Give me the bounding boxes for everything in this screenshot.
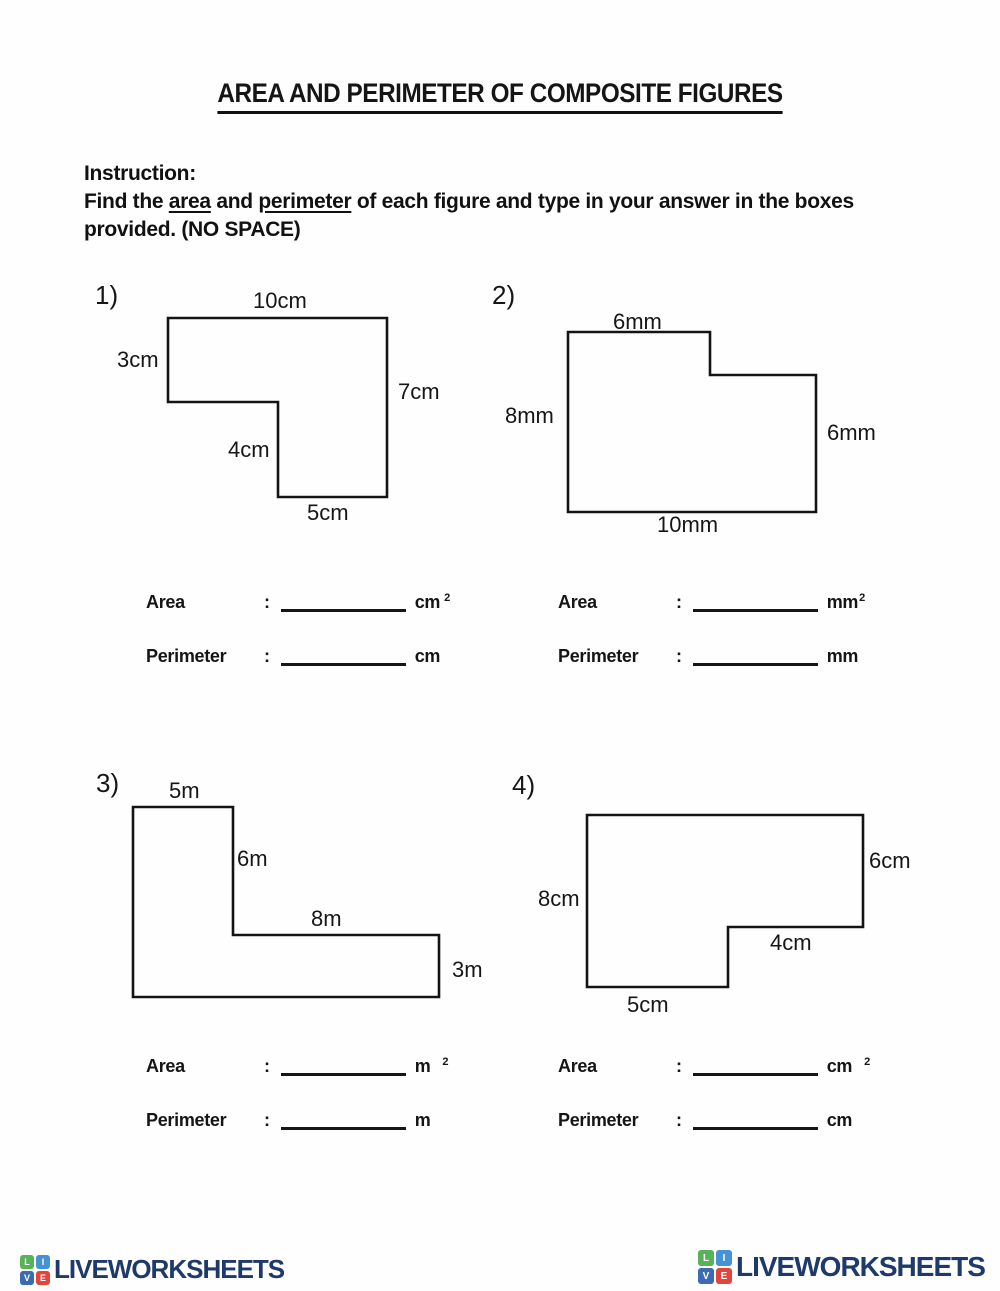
area-label: Area	[146, 1056, 185, 1076]
problem-1-dim-left: 3cm	[117, 347, 159, 372]
problem-1-dim-bottom: 5cm	[307, 500, 349, 525]
logo-tile-e: E	[716, 1268, 732, 1284]
page-title: AREA AND PERIMETER OF COMPOSITE FIGURES	[217, 78, 783, 114]
liveworksheets-tiles-icon: L I V E	[20, 1254, 50, 1285]
area-unit: cm	[414, 592, 441, 612]
problem-2-dim-left: 8mm	[505, 403, 554, 428]
problem-1-perimeter-row: Perimeter: cm	[146, 644, 506, 666]
instruction-underlined-perimeter: perimeter	[258, 190, 352, 213]
area-answer-box[interactable]	[692, 1058, 818, 1076]
problem-3-dim-top: 5m	[169, 778, 200, 803]
area-unit: m	[414, 1056, 431, 1076]
problem-4-shape	[585, 813, 865, 989]
problem-2-perimeter-row: Perimeter: mm	[558, 644, 918, 666]
problem-4-perimeter-row: Perimeter: cm	[558, 1108, 918, 1130]
instruction-text-3: of each figure and type in your answer i…	[351, 190, 854, 213]
problem-4-dim-left: 8cm	[538, 886, 580, 911]
problem-4-answers: Area: cm 2 Perimeter: cm	[558, 1054, 918, 1162]
instruction-text-1: Find the	[84, 190, 169, 213]
liveworksheets-wordmark: LIVEWORKSHEETS	[54, 1254, 285, 1284]
problem-1-number: 1)	[95, 280, 119, 310]
instruction-body: Find the area and perimeter of each figu…	[84, 188, 934, 216]
perimeter-answer-box[interactable]	[280, 648, 406, 666]
liveworksheets-wordmark: LIVEWORKSHEETS	[736, 1251, 986, 1282]
problem-3-number: 3)	[96, 768, 120, 798]
problem-2-number: 2)	[492, 280, 516, 310]
area-label: Area	[558, 592, 597, 612]
problem-3-shape	[131, 805, 441, 999]
colon: :	[676, 1110, 682, 1130]
problem-4-dim-bottom: 5cm	[627, 992, 669, 1017]
problem-3-perimeter-row: Perimeter: m	[146, 1108, 506, 1130]
area-label: Area	[146, 592, 185, 612]
problem-2-dim-right: 6mm	[827, 420, 876, 445]
logo-tile-i: I	[36, 1254, 50, 1269]
colon: :	[676, 592, 682, 612]
logo-tile-v: V	[20, 1270, 34, 1285]
colon: :	[676, 1056, 682, 1076]
colon: :	[264, 592, 270, 612]
perimeter-label: Perimeter	[558, 646, 639, 666]
area-unit-exponent: 2	[864, 1056, 870, 1068]
liveworksheets-logo-right[interactable]: L I V E LIVEWORKSHEETS	[698, 1250, 986, 1284]
problem-4-dim-notch: 4cm	[770, 930, 812, 955]
problem-2-dim-bottom: 10mm	[657, 512, 719, 537]
problem-3-dim-right: 3m	[452, 957, 483, 982]
logo-tile-e: E	[36, 1270, 50, 1285]
area-unit-exponent: 2	[859, 592, 865, 604]
area-answer-box[interactable]	[280, 1058, 406, 1076]
colon: :	[264, 646, 270, 666]
title-row: AREA AND PERIMETER OF COMPOSITE FIGURES	[0, 78, 1000, 114]
logo-tile-i: I	[716, 1250, 732, 1266]
perimeter-label: Perimeter	[146, 1110, 227, 1130]
area-label: Area	[558, 1056, 597, 1076]
problem-1-shape	[166, 316, 389, 499]
problem-1-dim-top: 10cm	[253, 288, 307, 313]
problem-2-dim-top: 6mm	[613, 309, 662, 334]
perimeter-unit: mm	[826, 646, 859, 666]
perimeter-answer-box[interactable]	[280, 1112, 406, 1130]
perimeter-unit: cm	[414, 646, 441, 666]
area-unit: mm	[826, 592, 859, 612]
liveworksheets-logo-left[interactable]: L I V E LIVEWORKSHEETS	[20, 1254, 285, 1285]
perimeter-answer-box[interactable]	[692, 1112, 818, 1130]
instruction-heading: Instruction:	[84, 162, 196, 185]
problem-4-area-row: Area: cm 2	[558, 1054, 918, 1076]
problem-3-dim-middle: 8m	[311, 906, 342, 931]
area-answer-box[interactable]	[692, 594, 818, 612]
problem-1-dim-inner: 4cm	[228, 437, 270, 462]
instruction-body-line2: provided. (NO SPACE)	[84, 218, 301, 241]
colon: :	[264, 1110, 270, 1130]
colon: :	[676, 646, 682, 666]
perimeter-label: Perimeter	[558, 1110, 639, 1130]
instruction-block: Instruction: Find the area and perimeter…	[84, 160, 934, 244]
area-unit-exponent: 2	[442, 1056, 449, 1068]
logo-tile-l: L	[20, 1254, 34, 1269]
logo-tile-v: V	[698, 1268, 714, 1284]
perimeter-unit: cm	[826, 1110, 853, 1130]
problem-3-dim-inner: 6m	[237, 846, 268, 871]
area-unit: cm	[826, 1056, 853, 1076]
problem-2-shape	[566, 330, 818, 514]
liveworksheets-tiles-icon: L I V E	[698, 1250, 732, 1284]
instruction-text-2: and	[210, 190, 259, 213]
perimeter-unit: m	[414, 1110, 431, 1130]
problem-1-dim-right: 7cm	[398, 379, 440, 404]
problem-4-dim-right: 6cm	[869, 848, 911, 873]
perimeter-label: Perimeter	[146, 646, 227, 666]
area-answer-box[interactable]	[280, 594, 406, 612]
logo-tile-l: L	[698, 1250, 714, 1266]
instruction-underlined-area: area	[168, 190, 211, 213]
problem-4-number: 4)	[512, 770, 536, 800]
perimeter-answer-box[interactable]	[692, 648, 818, 666]
colon: :	[264, 1056, 270, 1076]
area-unit-exponent: 2	[444, 592, 450, 604]
